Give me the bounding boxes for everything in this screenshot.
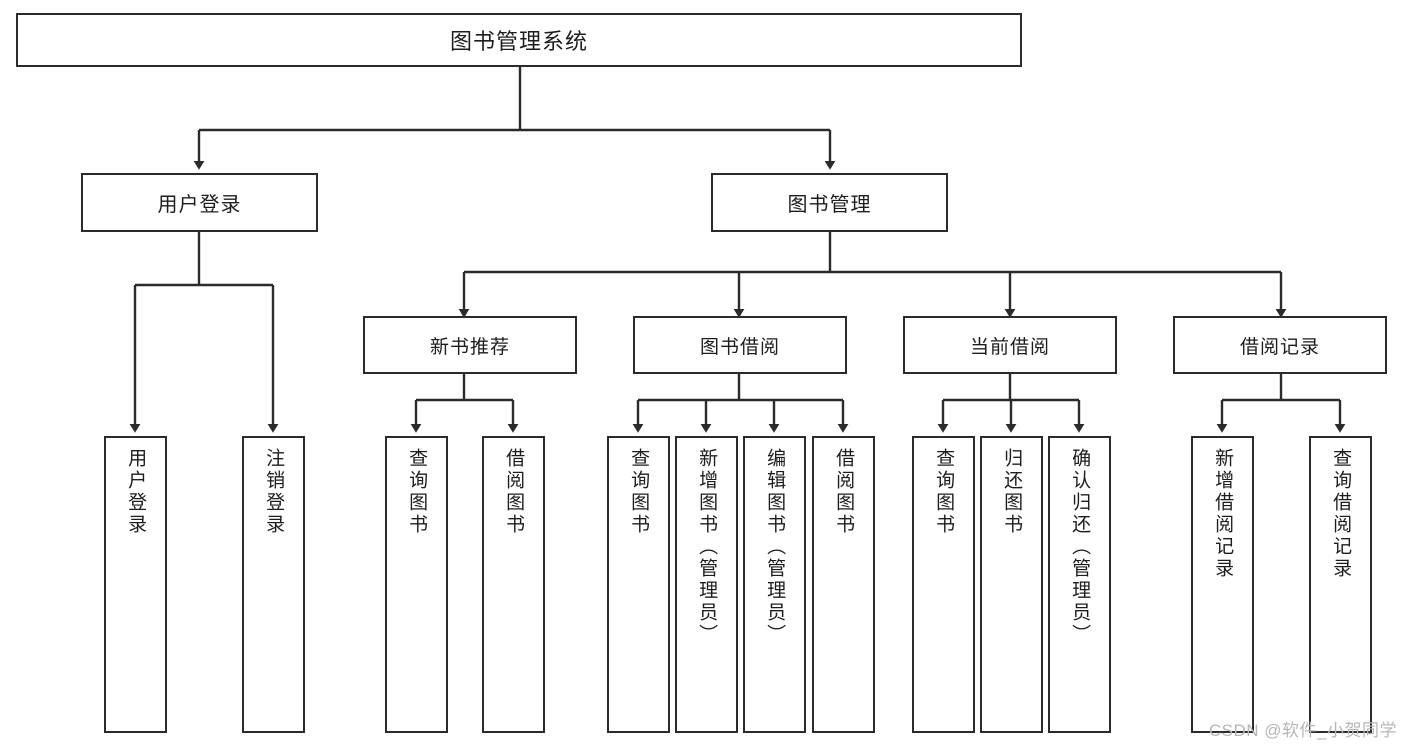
leaf-return-book[interactable]: 归还图书 xyxy=(980,436,1043,733)
node-user-login[interactable]: 用户登录 xyxy=(81,173,318,232)
leaf-add-book[interactable]: 新增图书（管理员） xyxy=(675,436,738,733)
node-label: 新书推荐 xyxy=(429,336,510,358)
leaf-edit-book[interactable]: 编辑图书（管理员） xyxy=(743,436,806,733)
node-label: 确认归还（管理员） xyxy=(1069,448,1091,646)
node-label: 图书借阅 xyxy=(699,336,780,358)
leaf-query-book-1[interactable]: 查询图书 xyxy=(385,436,448,733)
node-borrow-record[interactable]: 借阅记录 xyxy=(1173,316,1387,374)
csdn-watermark: CSDN @软件_小贺同学 xyxy=(1208,721,1397,740)
node-label: 新增图书（管理员） xyxy=(696,448,718,646)
node-label: 编辑图书（管理员） xyxy=(764,448,786,646)
leaf-user-login[interactable]: 用户登录 xyxy=(104,436,167,733)
leaf-add-record[interactable]: 新增借阅记录 xyxy=(1191,436,1254,733)
node-label: 用户登录 xyxy=(125,448,147,536)
leaf-logout-login[interactable]: 注销登录 xyxy=(242,436,305,733)
node-label: 新增借阅记录 xyxy=(1212,448,1234,580)
leaf-query-book-2[interactable]: 查询图书 xyxy=(607,436,670,733)
node-new-book-recommend[interactable]: 新书推荐 xyxy=(363,316,577,374)
node-label: 图书管理 xyxy=(787,194,872,216)
node-label: 查询借阅记录 xyxy=(1330,448,1352,580)
node-label: 归还图书 xyxy=(1001,448,1023,536)
leaf-borrow-book-2[interactable]: 借阅图书 xyxy=(812,436,875,733)
node-label: 当前借阅 xyxy=(969,336,1050,358)
node-label: 图书管理系统 xyxy=(449,29,588,54)
node-label: 注销登录 xyxy=(263,448,285,536)
leaf-query-record[interactable]: 查询借阅记录 xyxy=(1309,436,1372,733)
node-root-system[interactable]: 图书管理系统 xyxy=(16,13,1022,67)
node-current-borrow[interactable]: 当前借阅 xyxy=(903,316,1117,374)
leaf-borrow-book-1[interactable]: 借阅图书 xyxy=(482,436,545,733)
node-label: 查询图书 xyxy=(933,448,955,536)
node-book-management[interactable]: 图书管理 xyxy=(711,173,948,232)
node-label: 查询图书 xyxy=(406,448,428,536)
leaf-query-book-3[interactable]: 查询图书 xyxy=(912,436,975,733)
node-label: 借阅图书 xyxy=(833,448,855,536)
node-label: 借阅图书 xyxy=(503,448,525,536)
node-label: 查询图书 xyxy=(628,448,650,536)
node-label: 借阅记录 xyxy=(1239,336,1320,358)
node-book-borrow[interactable]: 图书借阅 xyxy=(633,316,847,374)
node-label: 用户登录 xyxy=(157,194,242,216)
leaf-confirm-return[interactable]: 确认归还（管理员） xyxy=(1048,436,1111,733)
